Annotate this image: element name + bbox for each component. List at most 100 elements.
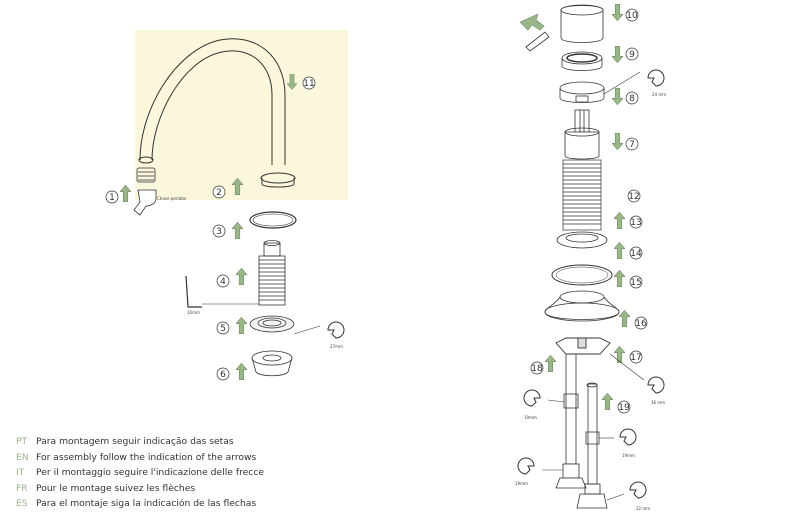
legend-code: PT: [16, 436, 28, 447]
legend-code: FR: [16, 482, 28, 494]
washer: [249, 315, 295, 333]
arrow-down-icon: [612, 133, 623, 150]
wrench-icon: [517, 457, 563, 475]
label-wrench-19-right: 19mm: [622, 453, 635, 458]
spout-background-panel: [135, 30, 348, 200]
callout-5: [216, 321, 230, 335]
callout-1-label: 1: [109, 193, 115, 203]
legend-text: Pour le montage suivez les flèches: [36, 482, 196, 494]
arrow-up-icon: [232, 222, 243, 239]
callout-19-label: 19: [618, 403, 630, 413]
right-supply-rod: [576, 382, 608, 509]
callout-1: [105, 190, 119, 204]
top-washer: [556, 231, 608, 249]
arrow-up-icon: [614, 212, 625, 229]
legend-text: For assembly follow the indication of th…: [36, 451, 257, 463]
callout-7: [625, 137, 639, 151]
label-wrench-19-left: 19mm: [524, 415, 537, 420]
arrow-diagonal-icon: [519, 13, 545, 31]
callout-16-label: 16: [635, 319, 647, 329]
wrench-icon: [599, 428, 637, 446]
callout-13-label: 13: [630, 218, 641, 228]
arrow-up-icon: [236, 363, 247, 380]
callout-5-label: 5: [220, 324, 226, 334]
callout-10: [625, 8, 639, 22]
threaded-body: [562, 159, 602, 231]
aerator: [133, 167, 157, 216]
hex-key: [185, 275, 259, 308]
callout-7-label: 7: [629, 140, 635, 150]
arrow-up-icon: [120, 185, 131, 202]
label-chave-perlator: Chave perlator: [157, 196, 187, 201]
callout-12: [627, 189, 641, 203]
arrow-up-icon: [619, 310, 630, 327]
label-hex-key: 10mm: [187, 310, 200, 315]
callout-11: [302, 76, 316, 90]
label-wrench-36: 36 mm: [651, 400, 665, 405]
callout-11-label: 11: [303, 79, 314, 89]
arrow-up-icon: [614, 270, 625, 287]
arrow-up-icon: [614, 346, 625, 363]
callout-3: [212, 224, 226, 238]
spout: [138, 38, 296, 188]
label-wrench-27: 27mm: [330, 344, 343, 349]
label-wrench-22: 22 mm: [636, 506, 650, 511]
legend-row-it: IT Per il montaggio seguire l'indicazione…: [16, 465, 264, 481]
callout-17-label: 17: [630, 353, 641, 363]
handle: [525, 4, 604, 52]
callout-19: [617, 400, 631, 414]
callout-4-label: 4: [220, 277, 226, 287]
legend-code: EN: [16, 451, 29, 463]
callout-13: [629, 215, 643, 229]
legend-text: Para montagem seguir indicação das setas: [36, 436, 234, 447]
callout-9: [625, 47, 639, 61]
callout-8: [625, 91, 639, 105]
cartridge: [564, 109, 600, 160]
cartridge-nut: [559, 71, 641, 103]
callout-6: [216, 367, 230, 381]
wrench-icon: [606, 481, 647, 501]
legend-row-pt: PT Para montagem seguir indicação das set…: [16, 434, 264, 450]
base-o-ring: [551, 264, 613, 286]
arrow-up-icon: [614, 242, 625, 259]
callout-2: [212, 185, 226, 199]
callout-15: [629, 275, 643, 289]
assembly-instructions-legend: PT Para montagem seguir indicação das set…: [16, 434, 264, 512]
callout-14-label: 14: [630, 249, 642, 259]
label-wrench-19-low: 19mm: [515, 481, 528, 486]
callout-3-label: 3: [216, 227, 222, 237]
arrow-up-icon: [602, 393, 613, 410]
label-wrench-24: 24 mm: [652, 92, 666, 97]
callout-16: [634, 316, 648, 330]
arrow-down-icon: [612, 88, 623, 105]
callout-18-label: 18: [531, 364, 543, 374]
o-ring: [249, 211, 297, 229]
callout-18: [530, 361, 544, 375]
legend-row-fr: FR Pour le montage suivez les flèches: [16, 481, 264, 497]
arrow-up-icon: [236, 268, 247, 285]
threaded-tube: [258, 240, 286, 306]
callout-8-label: 8: [629, 94, 635, 104]
arrow-down-icon: [612, 46, 623, 63]
callout-15-label: 15: [630, 278, 641, 288]
wrench-icon: [609, 353, 665, 394]
wrench-icon: [293, 321, 345, 339]
wrench-icon: [647, 69, 665, 87]
callout-17: [629, 350, 643, 364]
base-plate: [544, 290, 620, 322]
callout-9-label: 9: [629, 50, 635, 60]
arrow-up-icon: [236, 317, 247, 334]
fixing-nut: [555, 337, 611, 355]
legend-row-en: EN For assembly follow the indication of …: [16, 450, 264, 466]
arrow-up-icon: [545, 355, 556, 372]
wrench-icon: [523, 389, 565, 407]
left-supply-rod: [555, 353, 587, 489]
callout-2-label: 2: [216, 188, 222, 198]
legend-text: Per il montaggio seguire l'indicazione d…: [36, 467, 265, 479]
legend-text: Para el montaje siga la indicación de la…: [36, 498, 257, 510]
callout-14: [629, 246, 643, 260]
cap-ring: [561, 51, 603, 71]
legend-code: IT: [16, 467, 25, 479]
